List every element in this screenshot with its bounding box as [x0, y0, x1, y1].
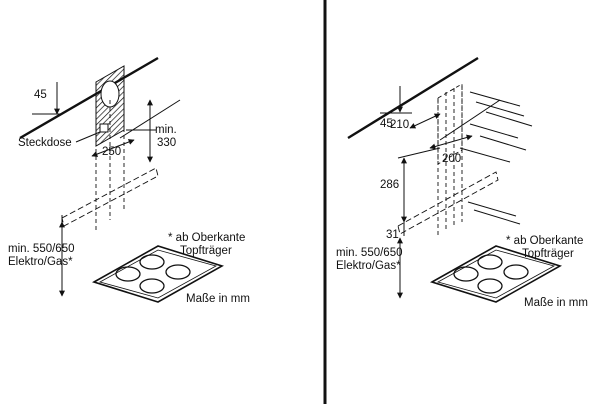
left-panel: 45 Steckdose 250 min. 330 min. 550/650 E…	[8, 56, 250, 305]
left-height-label-2: Elektro/Gas*	[8, 256, 73, 268]
right-wall-line	[439, 99, 501, 141]
left-dim250-line	[91, 139, 135, 157]
right-dim-286: 286	[380, 179, 399, 191]
socket-icon	[99, 123, 109, 133]
left-note-1: * ab Oberkante	[168, 232, 245, 244]
right-dim-31: 31	[386, 229, 399, 241]
bracket-outline	[437, 83, 463, 165]
left-units: Maße in mm	[186, 293, 250, 305]
right-panel: 45 210 200 286 31	[336, 56, 588, 309]
right-height-label-2: Elektro/Gas*	[336, 260, 401, 272]
left-ceiling-line	[19, 56, 159, 140]
right-ceiling-line	[347, 56, 479, 140]
hood-outline-right	[397, 171, 499, 235]
right-units: Maße in mm	[524, 297, 588, 309]
right-height-label-1: min. 550/650	[336, 247, 403, 259]
left-height-label-1: min. 550/650	[8, 243, 75, 255]
right-dim286-ext	[397, 147, 441, 159]
right-dim210-line	[409, 113, 441, 129]
right-dim200-line	[429, 134, 473, 150]
right-dim-210: 210	[390, 119, 409, 131]
cooktop-right	[429, 245, 563, 303]
cooktop-left	[91, 245, 225, 303]
socket-leader	[75, 131, 101, 143]
left-dim-330: 330	[157, 137, 176, 149]
left-dim-45: 45	[34, 89, 47, 101]
left-dim-min-label: min.	[155, 124, 177, 136]
wall-anchors	[459, 91, 533, 225]
left-dim-250: 250	[102, 146, 121, 158]
right-note-2: Topfträger	[522, 248, 574, 260]
socket-label: Steckdose	[18, 137, 72, 149]
right-dim-45: 45	[380, 118, 393, 130]
hood-outline-left	[61, 167, 159, 227]
right-note-1: * ab Oberkante	[506, 235, 583, 247]
left-note-2: Topfträger	[180, 245, 232, 257]
right-dim-200: 200	[442, 153, 461, 165]
